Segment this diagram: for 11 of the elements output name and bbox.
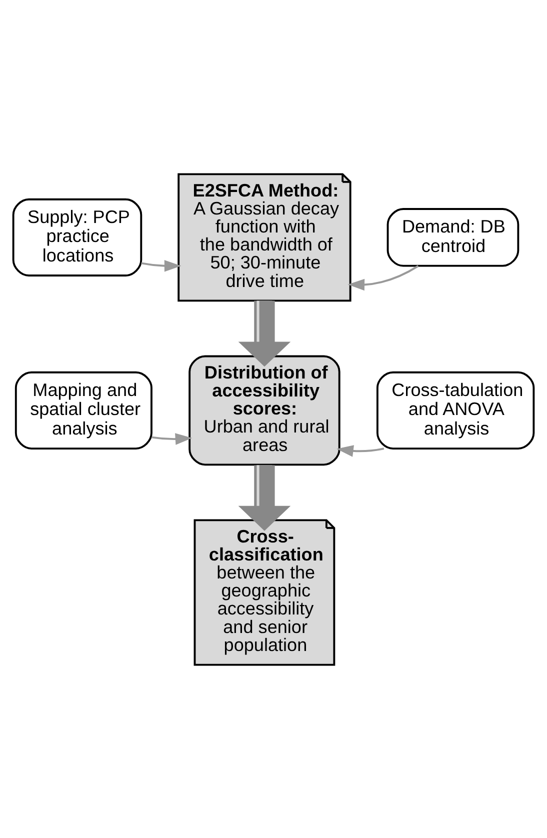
node-box: Demand: DB centroid	[386, 208, 520, 266]
arrow	[238, 300, 291, 366]
arrow	[336, 444, 384, 456]
node-box: Cross-tabulation and ANOVA analysis	[376, 370, 535, 450]
arrow	[348, 264, 419, 290]
arrow	[238, 464, 291, 530]
node-box: Distribution of accessibility scores: Urban and rural areas	[188, 354, 340, 466]
arrow	[152, 432, 192, 444]
node-box: Mapping and spatial cluster analysis	[14, 370, 152, 450]
node-box: Supply: PCP practice locations	[12, 198, 142, 276]
arrow	[141, 260, 182, 272]
